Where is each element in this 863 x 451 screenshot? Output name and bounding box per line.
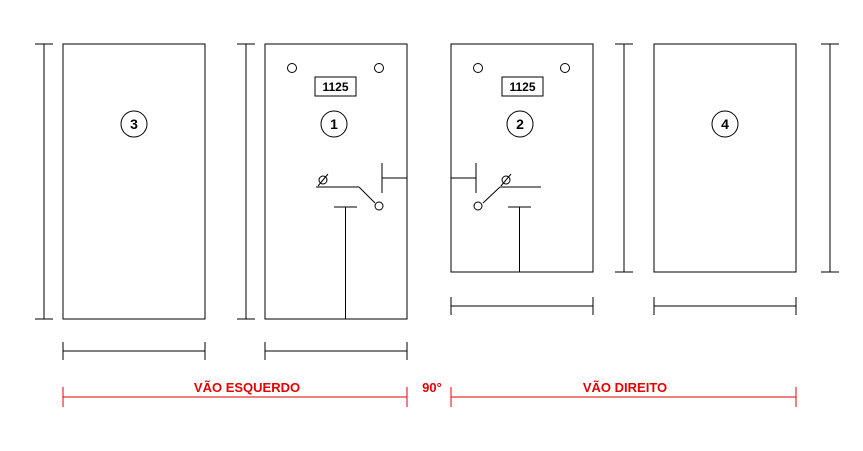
right-span-dimension: VÃO DIREITO <box>450 380 797 407</box>
panel-2-height-dimension <box>615 43 633 273</box>
right-span-label: VÃO DIREITO <box>583 380 667 395</box>
panel-3-number: 3 <box>130 116 138 132</box>
panel-3-width-dimension <box>62 342 206 360</box>
screw-hole-icon <box>473 63 483 73</box>
panel-3: 3 <box>62 43 206 320</box>
screw-hole-icon <box>374 63 384 73</box>
panel-1-height-dimension <box>237 43 255 320</box>
lock-switch-icon <box>473 173 541 211</box>
panel-1: 1125 1 <box>264 43 408 320</box>
panel-2: 1125 2 <box>450 43 594 273</box>
panel-2-number: 2 <box>516 116 524 132</box>
left-span-dimension: VÃO ESQUERDO <box>62 380 408 407</box>
panel-1-code: 1125 <box>322 80 348 94</box>
panel-3-height-dimension <box>35 43 53 320</box>
screw-hole-icon <box>287 63 297 73</box>
panel-4-number: 4 <box>721 116 729 132</box>
panel-1-width-dimension <box>264 342 408 360</box>
angle-label: 90° <box>422 380 442 395</box>
panel-4-height-dimension <box>821 43 839 273</box>
panel-2-width-dimension <box>450 297 594 315</box>
panel-4: 4 <box>653 43 797 273</box>
panel-4-width-dimension <box>653 297 797 315</box>
lock-switch-icon <box>316 173 384 211</box>
left-span-label: VÃO ESQUERDO <box>194 380 300 395</box>
panel-2-code: 1125 <box>509 80 535 94</box>
screw-hole-icon <box>560 63 570 73</box>
panel-1-number: 1 <box>330 116 338 132</box>
